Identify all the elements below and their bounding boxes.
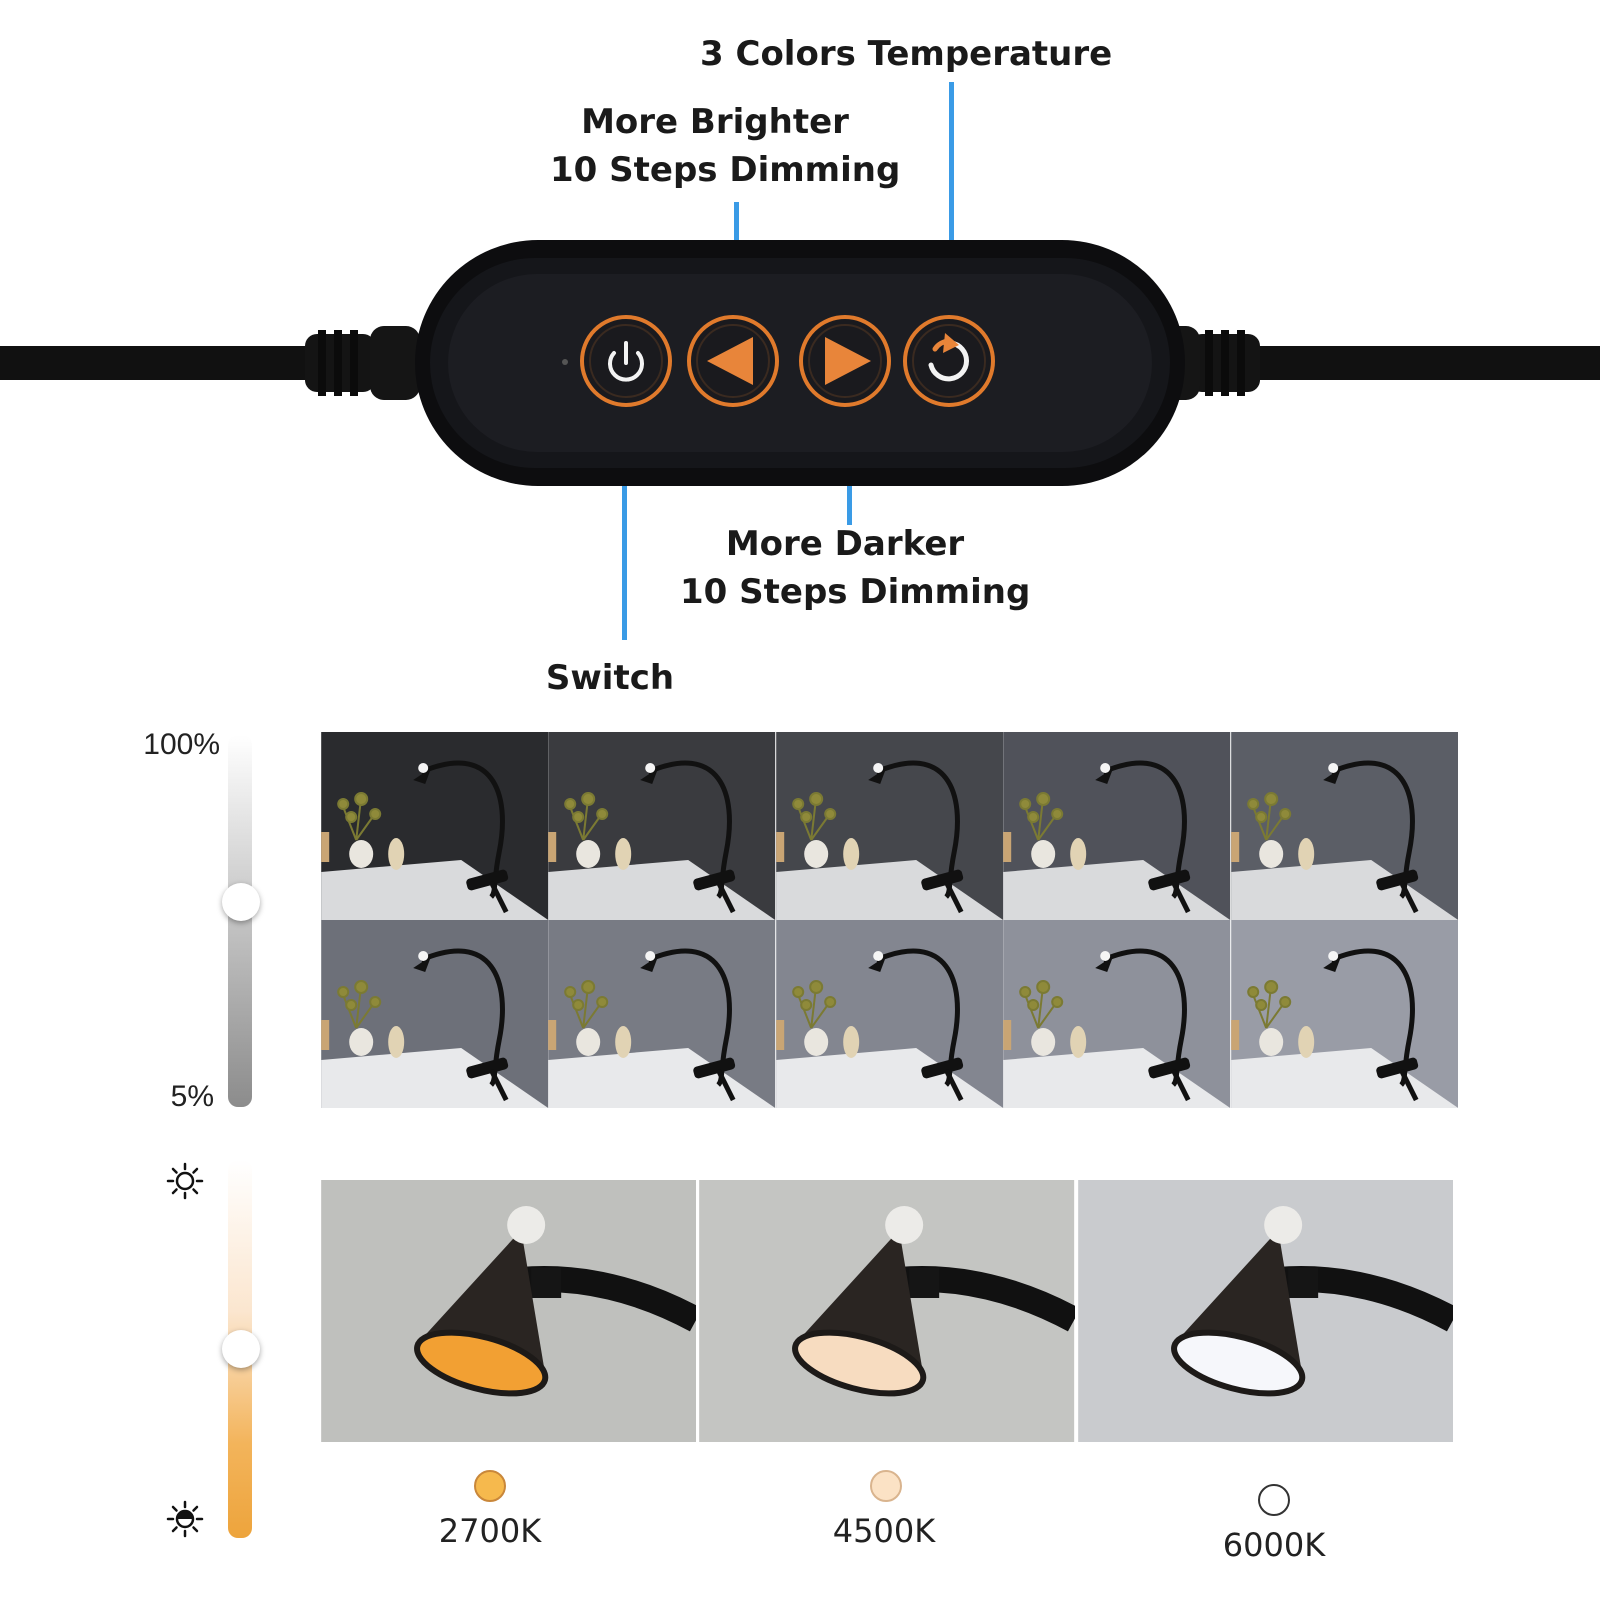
brightness-photo: [1003, 920, 1231, 1108]
brightness-photo: [1003, 732, 1231, 920]
sun-outline-icon: [166, 1162, 204, 1200]
brightness-photo: [548, 920, 776, 1108]
brighter-line2: 10 Steps Dimming: [550, 150, 901, 190]
brightness-photo: [548, 732, 776, 920]
color-temperature-label: 3 Colors Temperature: [700, 34, 1113, 74]
power-icon: [580, 315, 672, 407]
sun-filled-icon: [166, 1500, 204, 1538]
switch-label: Switch: [545, 658, 675, 698]
brightness-slider-knob[interactable]: [222, 883, 260, 922]
brightness-photo-grid: [321, 732, 1458, 1108]
lamp-photo-6000k: [1077, 1180, 1453, 1442]
brightness-photo: [321, 732, 549, 920]
power-button[interactable]: [578, 313, 674, 409]
lamp-photo-2700k: [321, 1180, 697, 1442]
lamp-photo-4500k: [699, 1180, 1075, 1442]
triangle-left-icon: [687, 315, 779, 407]
brighter-line1: More Brighter: [581, 102, 849, 142]
temp-label-2700k: 2700K: [438, 1512, 542, 1550]
brightness-max-label: 100%: [143, 728, 220, 761]
brighter-label: More Brighter 10 Steps Dimming: [550, 98, 901, 194]
brightness-photo: [1230, 920, 1458, 1108]
brightness-photo: [1230, 732, 1458, 920]
brightness-photo: [775, 732, 1003, 920]
cycle-arrow-icon: [903, 315, 995, 407]
swatch-4500k: [870, 1470, 902, 1502]
darker-line1: More Darker: [725, 524, 965, 564]
swatch-6000k: [1258, 1484, 1290, 1516]
darker-line2: 10 Steps Dimming: [680, 572, 1031, 612]
dim-up-button[interactable]: [797, 313, 893, 409]
left-strain-relief: [305, 326, 420, 400]
color-temp-leader: [949, 82, 954, 307]
darker-label: More Darker 10 Steps Dimming: [680, 520, 1031, 616]
temp-label-4500k: 4500K: [832, 1512, 936, 1550]
color-cycle-button[interactable]: [901, 313, 997, 409]
temp-label-6000k: 6000K: [1222, 1526, 1326, 1564]
brightness-min-label: 5%: [170, 1080, 214, 1113]
triangle-right-icon: [799, 315, 891, 407]
color-temp-photos: [321, 1180, 1453, 1442]
brightness-photo: [775, 920, 1003, 1108]
switch-leader: [622, 415, 627, 640]
color-temp-slider-knob[interactable]: [222, 1330, 260, 1368]
swatch-2700k: [474, 1470, 506, 1502]
dim-down-button[interactable]: [685, 313, 781, 409]
brightness-photo: [321, 920, 549, 1108]
